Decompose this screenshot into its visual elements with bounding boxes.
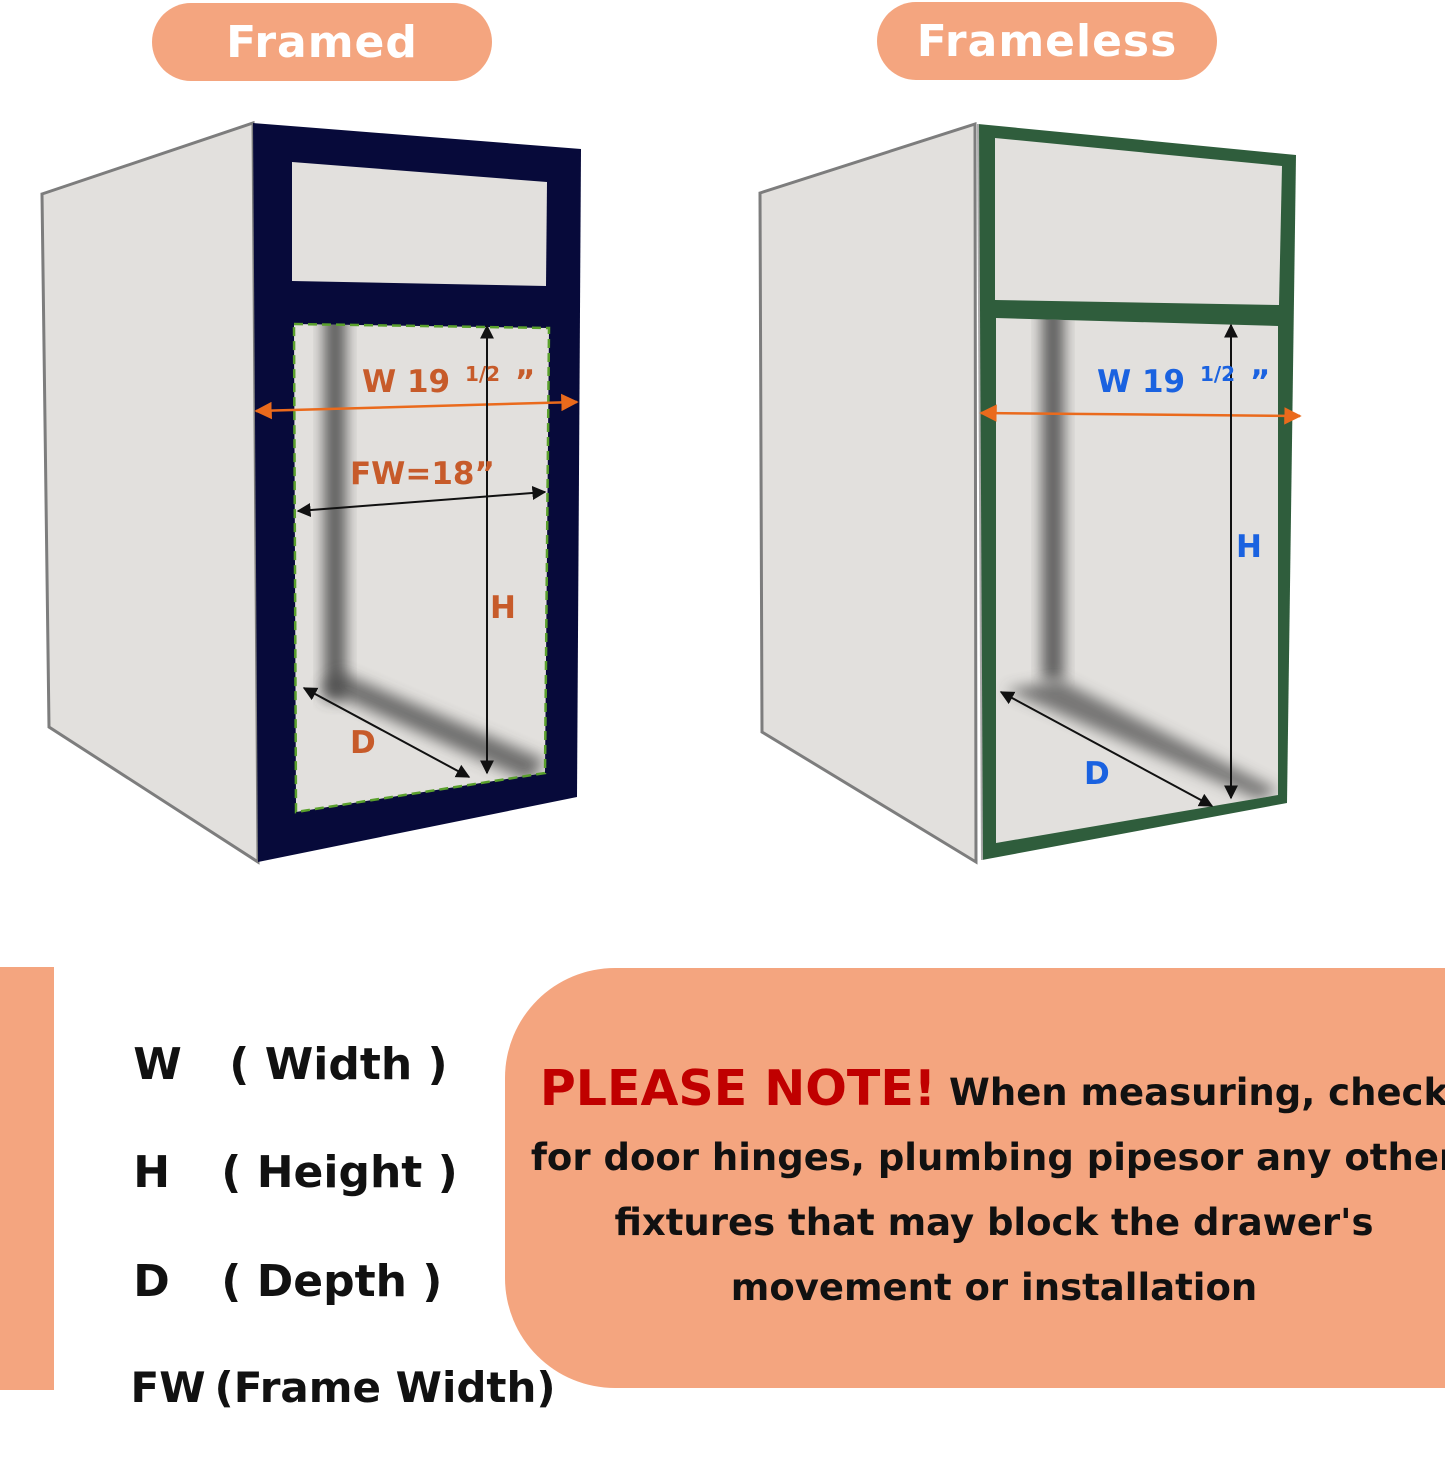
framed-frame-width-arrow [296,485,547,518]
frameless-title-pill: Frameless [877,2,1217,80]
framed-title-pill: Framed [152,3,492,81]
legend-item-width: W ( Width ) [72,988,448,1141]
framed-width-arrow [254,393,579,420]
legend-desc: ( Width ) [229,1039,448,1090]
legend-item-height: H ( Height ) [72,1096,458,1249]
note-heading: PLEASE NOTE! [539,1060,937,1117]
framed-depth-arrow [302,687,471,778]
frameless-edge-line [977,123,983,861]
frameless-width-arrow [979,404,1302,425]
note-box: PLEASE NOTE! When measuring, check for d… [505,968,1445,1388]
frameless-side-panel [758,121,978,865]
legend-desc: (Frame Width) [214,1363,556,1412]
legend-item-frame-width: FW(Frame Width) [72,1314,556,1461]
cabinet-diagrams: W 19 1/2 ” FW=18” H D W 19 1/2 ” H D [40,120,1302,865]
legend-abbr: W [133,1039,182,1090]
frameless-drawer-front [995,138,1282,305]
note-body: When measuring, check for door hinges, p… [530,1071,1445,1309]
framed-side-panel [40,120,260,865]
legend-abbr: H [133,1147,171,1198]
legend-accent-bar [0,967,54,1390]
legend-item-depth: D ( Depth ) [72,1205,442,1358]
framed-height-label: H [490,590,516,626]
frameless-depth-arrow [999,691,1214,807]
framed-frame-width-label: FW=18” [350,456,495,492]
legend-abbr: FW [130,1363,206,1412]
framed-drawer-front [292,162,547,286]
frameless-depth-label: D [1084,756,1110,792]
legend-desc: ( Depth ) [221,1256,443,1307]
frameless-title: Frameless [916,15,1178,67]
frameless-height-label: H [1236,529,1262,565]
framed-opening-outline [292,322,551,814]
framed-cabinet: W 19 1/2 ” FW=18” H D [40,120,581,865]
frameless-cabinet: W 19 1/2 ” H D [758,121,1302,865]
framed-width-label: W 19 1/2 ” [362,353,535,400]
framed-title: Framed [226,16,418,68]
legend-abbr: D [133,1256,170,1307]
frameless-width-label: W 19 1/2 ” [1097,353,1270,400]
legend-desc: ( Height ) [221,1147,458,1198]
framed-depth-label: D [350,725,376,761]
